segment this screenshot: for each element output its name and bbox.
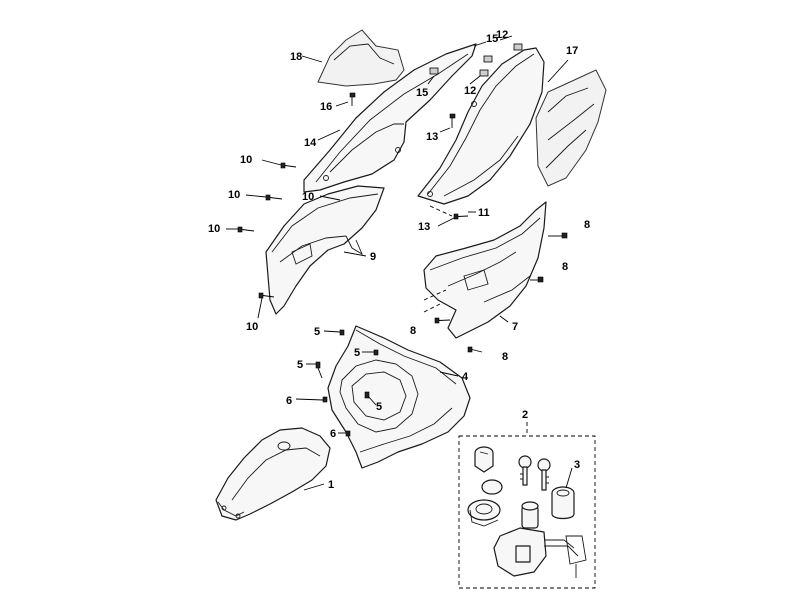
- callout-8-c: 8: [410, 325, 416, 337]
- screw-10-b: [265, 194, 283, 201]
- screw-10-a: [280, 162, 297, 169]
- clip-12-a: [513, 43, 523, 51]
- screw-8-c: [434, 317, 451, 324]
- callout-10-d: 10: [208, 223, 220, 235]
- callout-8-b: 8: [562, 261, 568, 273]
- callout-6-a: 6: [286, 395, 292, 407]
- callout-15-b: 15: [416, 87, 428, 99]
- callout-7: 7: [512, 321, 518, 333]
- clip-12-b: [479, 69, 489, 77]
- callout-14: 14: [304, 137, 317, 149]
- part-9-left-lower-panel: [265, 185, 385, 315]
- lock-set-box: [458, 435, 596, 589]
- callout-8-a: 8: [584, 219, 590, 231]
- leader-lines: [226, 35, 573, 491]
- callout-11: 11: [478, 207, 490, 219]
- main-switch-body: [493, 501, 587, 578]
- part-4-rear-fender: [327, 325, 471, 469]
- callout-16: 16: [320, 101, 332, 113]
- clip-15-b: [429, 67, 439, 75]
- screw-16: [349, 92, 356, 106]
- part-17-side-decal: [535, 69, 607, 187]
- callout-10-a: 10: [240, 154, 252, 166]
- lock-set-group: [458, 422, 596, 589]
- callout-10-c: 10: [302, 191, 314, 203]
- callout-12-b: 12: [464, 85, 476, 97]
- clip-15-a: [483, 55, 493, 63]
- screw-10-d: [258, 292, 275, 299]
- seat-latch: [467, 479, 503, 527]
- callout-13-b: 13: [418, 221, 430, 233]
- screw-5-b: [373, 349, 379, 356]
- screw-10-c: [237, 226, 255, 233]
- fasteners: [237, 92, 568, 437]
- clips: [429, 43, 523, 77]
- screw-5-a: [339, 329, 345, 336]
- screw-6-b: [345, 430, 351, 437]
- callout-13-a: 13: [426, 131, 438, 143]
- callout-6-b: 6: [330, 428, 336, 440]
- screw-8-a: [548, 232, 568, 239]
- callout-5-c: 5: [297, 359, 303, 371]
- screw-13-b: [453, 213, 469, 220]
- part-7-right-lower-panel: [423, 201, 547, 339]
- screw-8-d: [467, 346, 483, 353]
- lock-cylinder: [474, 446, 494, 473]
- screw-8-b: [530, 276, 544, 283]
- callout-10-e: 10: [246, 321, 258, 333]
- callout-12-a: 12: [496, 29, 508, 41]
- part-14-left-upper-cowl: [303, 43, 477, 193]
- callout-15-a: 15: [486, 33, 498, 45]
- callout-5-d: 5: [376, 401, 382, 413]
- part-18-trim-decal: [317, 29, 405, 87]
- callout-5-b: 5: [354, 347, 360, 359]
- screw-13-a: [449, 113, 456, 128]
- ignition-keys: [518, 455, 551, 491]
- callout-10-b: 10: [228, 189, 240, 201]
- callout-9: 9: [370, 251, 376, 263]
- callout-18: 18: [290, 51, 302, 63]
- callout-3: 3: [574, 459, 580, 471]
- callout-2: 2: [522, 409, 528, 421]
- screw-5-c: [315, 361, 323, 379]
- part-3-lock-cap: [551, 486, 575, 520]
- screw-6-a: [322, 396, 328, 403]
- callout-17: 17: [566, 45, 578, 57]
- part-1-seat-base: [215, 427, 331, 521]
- callout-labels: 18 16 14 10 10 10 10 10 9 17 12 12 15 15…: [208, 29, 590, 491]
- callout-8-d: 8: [502, 351, 508, 363]
- part-11-right-upper-cowl: [417, 47, 545, 205]
- callout-5-a: 5: [314, 326, 320, 338]
- assembly-guides: [423, 205, 453, 313]
- callout-1: 1: [328, 479, 334, 491]
- screw-5-d: [364, 391, 370, 399]
- callout-4: 4: [462, 371, 469, 383]
